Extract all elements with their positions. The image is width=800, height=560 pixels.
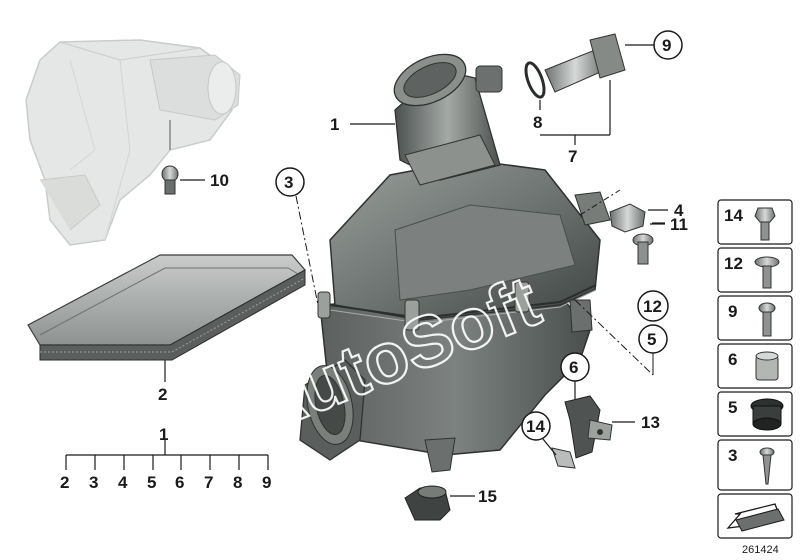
callout-12: 12 [643, 297, 662, 316]
callout-5: 5 [647, 330, 656, 349]
callout-6: 6 [569, 358, 578, 377]
part-15-mount [404, 485, 475, 521]
callout-1: 1 [330, 115, 339, 134]
panel-label: 3 [728, 446, 737, 465]
callout-11: 11 [670, 215, 688, 234]
tree-root: 1 [159, 425, 168, 444]
callout-3: 3 [284, 173, 293, 192]
panel-label: 9 [728, 302, 737, 321]
callout-9-circle [653, 30, 683, 60]
part-11-pin [632, 222, 665, 265]
part-4-grommet [579, 189, 668, 233]
callout-12-leader [574, 299, 654, 376]
tree-child: 5 [147, 473, 156, 492]
callout-12-circle [637, 290, 669, 322]
callout-14-circle [521, 411, 551, 441]
tree-child: 3 [89, 473, 98, 492]
part-13-bracket [551, 395, 635, 469]
tree-child: 9 [262, 473, 271, 492]
panel-label: 12 [724, 254, 743, 273]
panel-label: 5 [728, 398, 737, 417]
callout-14: 14 [526, 417, 545, 436]
parts-panel [717, 199, 793, 539]
callout-2: 2 [158, 385, 167, 404]
callout-8: 8 [533, 113, 542, 132]
parts-tree [65, 440, 269, 470]
callout-13: 13 [641, 413, 660, 432]
part-2-filter [27, 254, 306, 382]
air-filter-housing [299, 53, 611, 473]
panel-label: 14 [724, 206, 743, 225]
part-10-bolt [161, 120, 205, 195]
callout-15: 15 [478, 487, 497, 506]
callout-4: 4 [674, 201, 684, 220]
tree-child: 2 [60, 473, 69, 492]
callout-3-leader [295, 195, 319, 306]
tree-child: 6 [175, 473, 184, 492]
callout-7: 7 [568, 147, 577, 166]
tree-child: 7 [204, 473, 213, 492]
tree-child: 8 [233, 473, 242, 492]
panel-label: 6 [728, 350, 737, 369]
faded-assembly [25, 39, 241, 246]
diagram-number: 261424 [742, 544, 779, 556]
callout-9: 9 [662, 36, 671, 55]
part-9-sensor [524, 33, 655, 145]
callout-3-circle [275, 167, 305, 197]
tree-child: 4 [118, 473, 128, 492]
callout-10: 10 [210, 171, 229, 190]
